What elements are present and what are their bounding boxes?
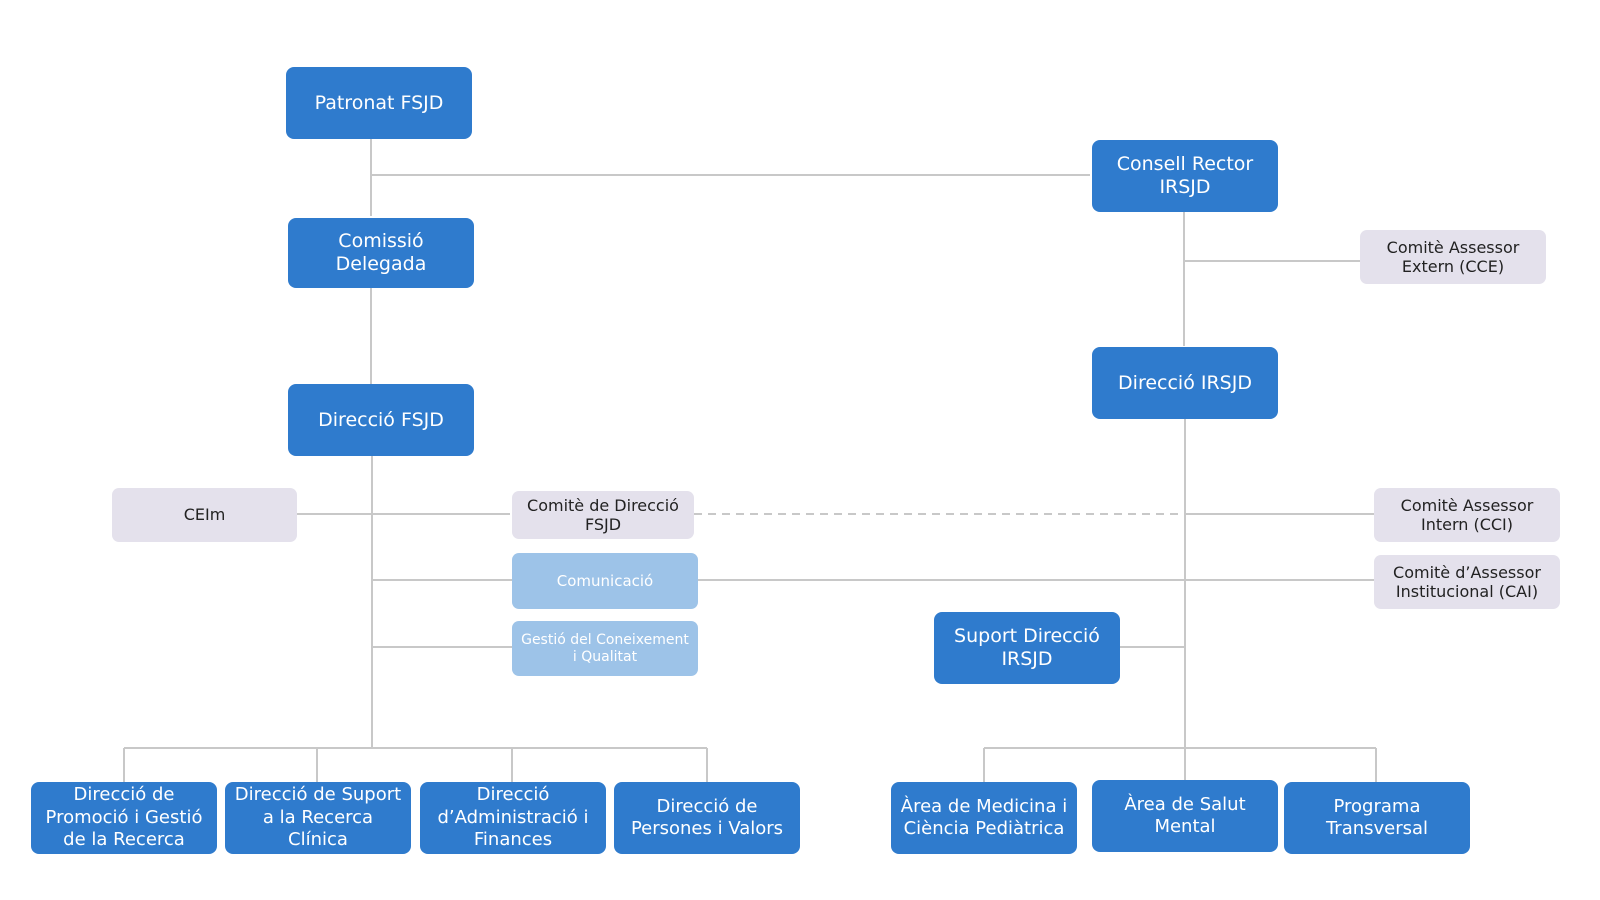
programa-transversal-box: Programa Transversal xyxy=(1284,782,1470,854)
area-salut-mental-box: Àrea de Salut Mental xyxy=(1092,780,1278,852)
suport-direccio-irsjd-box: Suport Direcció IRSJD xyxy=(934,612,1120,684)
ceim-box: CEIm xyxy=(112,488,297,542)
direccio-fsjd-box: Direcció FSJD xyxy=(288,384,474,456)
direccio-irsjd-box: Direcció IRSJD xyxy=(1092,347,1278,419)
comite-direccio-fsjd-box: Comitè de Direcció FSJD xyxy=(512,491,694,539)
direccio-suport-recerca-box: Direcció de Suport a la Recerca Clínica xyxy=(225,782,411,854)
comunicacio-box: Comunicació xyxy=(512,553,698,609)
comissio-delegada-box: Comissió Delegada xyxy=(288,218,474,288)
comite-institucional-box: Comitè d’Assessor Institucional (CAI) xyxy=(1374,555,1560,609)
comite-intern-box: Comitè Assessor Intern (CCI) xyxy=(1374,488,1560,542)
direccio-administracio-box: Direcció d’Administració i Finances xyxy=(420,782,606,854)
comite-extern-box: Comitè Assessor Extern (CCE) xyxy=(1360,230,1546,284)
direccio-promocio-box: Direcció de Promoció i Gestió de la Rece… xyxy=(31,782,217,854)
gestio-coneixement-box: Gestió del Coneixement i Qualitat xyxy=(512,621,698,676)
direccio-persones-box: Direcció de Persones i Valors xyxy=(614,782,800,854)
patronat-fsjd-box: Patronat FSJD xyxy=(286,67,472,139)
consell-rector-box: Consell Rector IRSJD xyxy=(1092,140,1278,212)
area-medicina-box: Àrea de Medicina i Ciència Pediàtrica xyxy=(891,782,1077,854)
